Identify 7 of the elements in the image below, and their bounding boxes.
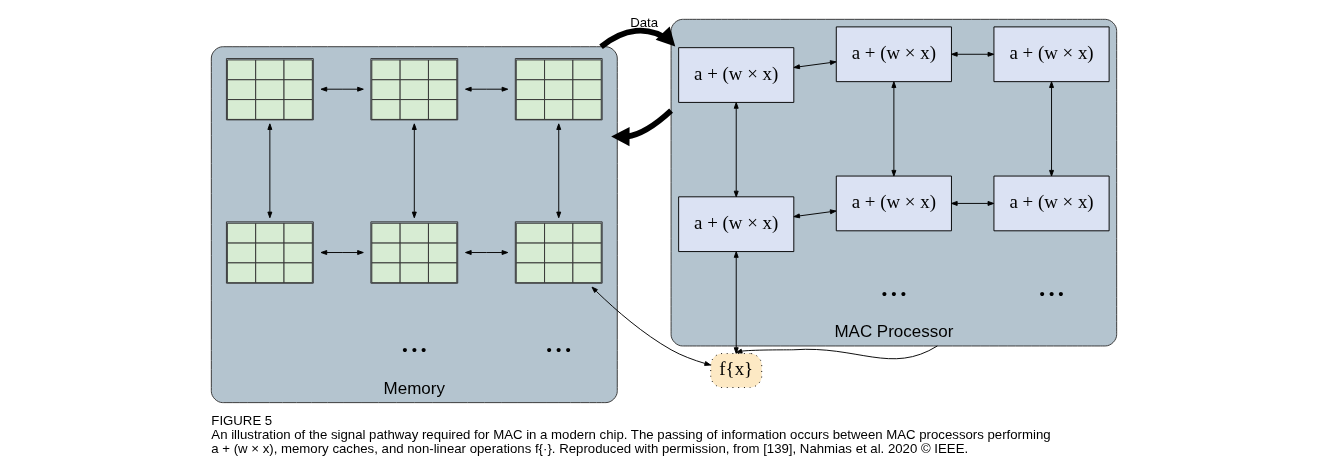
diagram-title: FIGURE 5 [211, 412, 273, 428]
caption: An illustration of the signal pathway required for MAC in a modern chip. The passing of information occurs between MAC processors performing a + (w × x), memory caches, and non-linear operations f{·}. Reproduced with permission, from [139], Nahmias et al. 2020 © IEEE. [211, 426, 1051, 456]
edge-label: Data [630, 15, 659, 31]
label: • • • [1039, 284, 1064, 302]
label: • • • [881, 284, 906, 302]
label: • • • [546, 341, 571, 359]
label: • • • [402, 341, 427, 359]
